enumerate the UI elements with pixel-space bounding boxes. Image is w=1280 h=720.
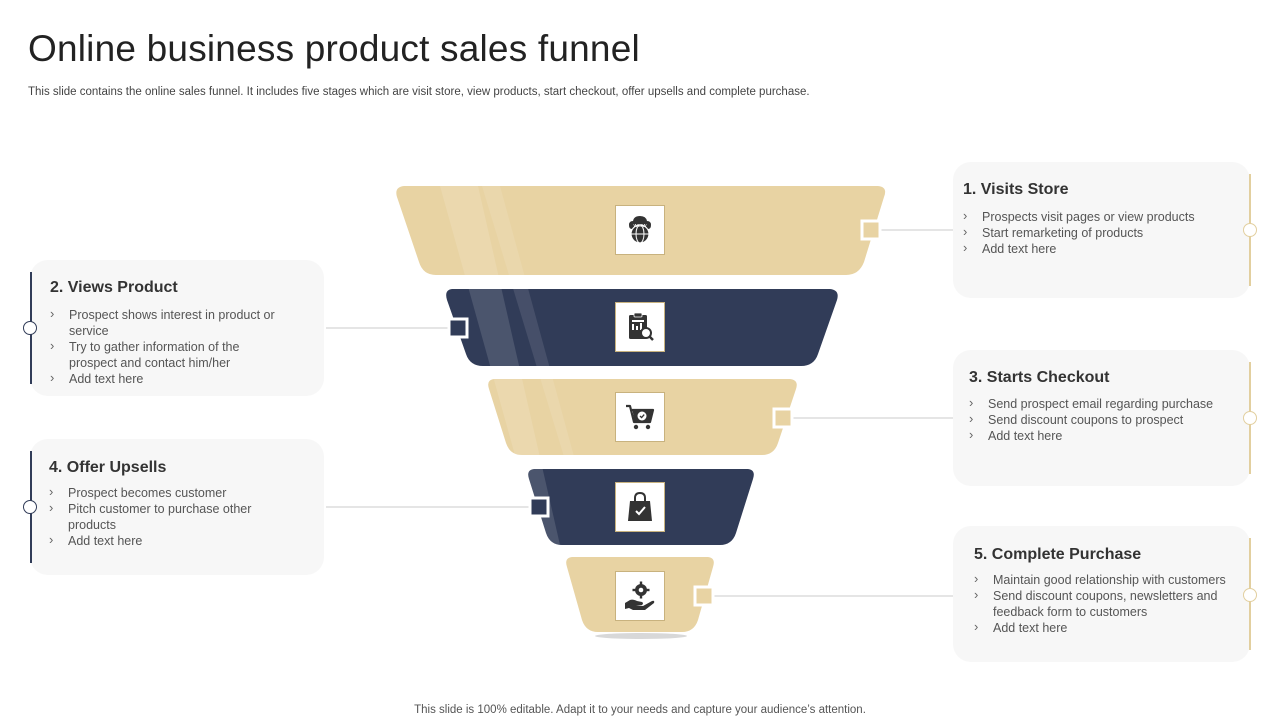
stage-4-list: Prospect becomes customer Pitch customer…	[49, 484, 264, 549]
stage-3-heading: 3. Starts Checkout	[969, 369, 1110, 386]
card-ring-marker	[1243, 223, 1257, 237]
funnel-highlight-2	[482, 186, 575, 460]
stage-2-list: Prospect shows interest in product or se…	[50, 306, 280, 387]
stage-3-list: Send prospect email regarding purchase S…	[969, 395, 1239, 444]
www-globe-icon: www	[629, 216, 651, 244]
connector-marker-2	[447, 317, 469, 339]
card-ring-marker	[1243, 411, 1257, 425]
list-item: Try to gather information of the prospec…	[50, 338, 280, 371]
connector-marker-4	[528, 496, 550, 518]
card-ring-marker	[23, 500, 37, 514]
connector-marker-1	[860, 219, 882, 241]
hand-gear-icon	[625, 581, 655, 610]
stage-4-heading: 4. Offer Upsells	[49, 459, 167, 476]
list-item: Add text here	[50, 370, 280, 387]
connector-marker-3	[772, 407, 794, 429]
list-item: Send prospect email regarding purchase	[969, 395, 1239, 412]
stage-1-icon-box: www	[615, 205, 665, 255]
stage-2-icon-box	[615, 302, 665, 352]
page-title: Online business product sales funnel	[28, 28, 640, 69]
cart-check-icon	[626, 404, 655, 430]
list-item: Maintain good relationship with customer…	[974, 571, 1246, 588]
list-item: Add text here	[49, 532, 264, 549]
list-item: Start remarketing of products	[963, 224, 1233, 241]
stage-5-heading: 5. Complete Purchase	[974, 546, 1142, 563]
footer-note: This slide is 100% editable. Adapt it to…	[414, 704, 866, 716]
stage-5-list: Maintain good relationship with customer…	[974, 571, 1246, 636]
list-item: Send discount coupons to prospect	[969, 411, 1239, 428]
list-item: Add text here	[974, 619, 1246, 636]
stage-3-icon-box	[615, 392, 665, 442]
stage-4-icon-box	[615, 482, 665, 532]
list-item: Add text here	[969, 427, 1239, 444]
shopping-bag-check-icon	[628, 491, 652, 521]
list-item: Send discount coupons, newsletters and f…	[974, 587, 1246, 620]
stage-1-heading: 1. Visits Store	[963, 181, 1069, 198]
svg-text:www: www	[633, 223, 647, 229]
funnel-highlight	[440, 186, 560, 545]
page-subtitle: This slide contains the online sales fun…	[28, 86, 810, 98]
list-item: Pitch customer to purchase other product…	[49, 500, 264, 533]
stage-2-heading: 2. Views Product	[50, 279, 178, 296]
list-item: Prospects visit pages or view products	[963, 208, 1233, 225]
funnel-shadow	[595, 633, 687, 639]
list-item: Prospect becomes customer	[49, 484, 264, 501]
list-item: Prospect shows interest in product or se…	[50, 306, 280, 339]
card-ring-marker	[23, 321, 37, 335]
stage-5-icon-box	[615, 571, 665, 621]
clipboard-search-icon	[629, 312, 654, 341]
stage-1-list: Prospects visit pages or view products S…	[963, 208, 1233, 257]
connector-marker-5	[693, 585, 715, 607]
list-item: Add text here	[963, 240, 1233, 257]
